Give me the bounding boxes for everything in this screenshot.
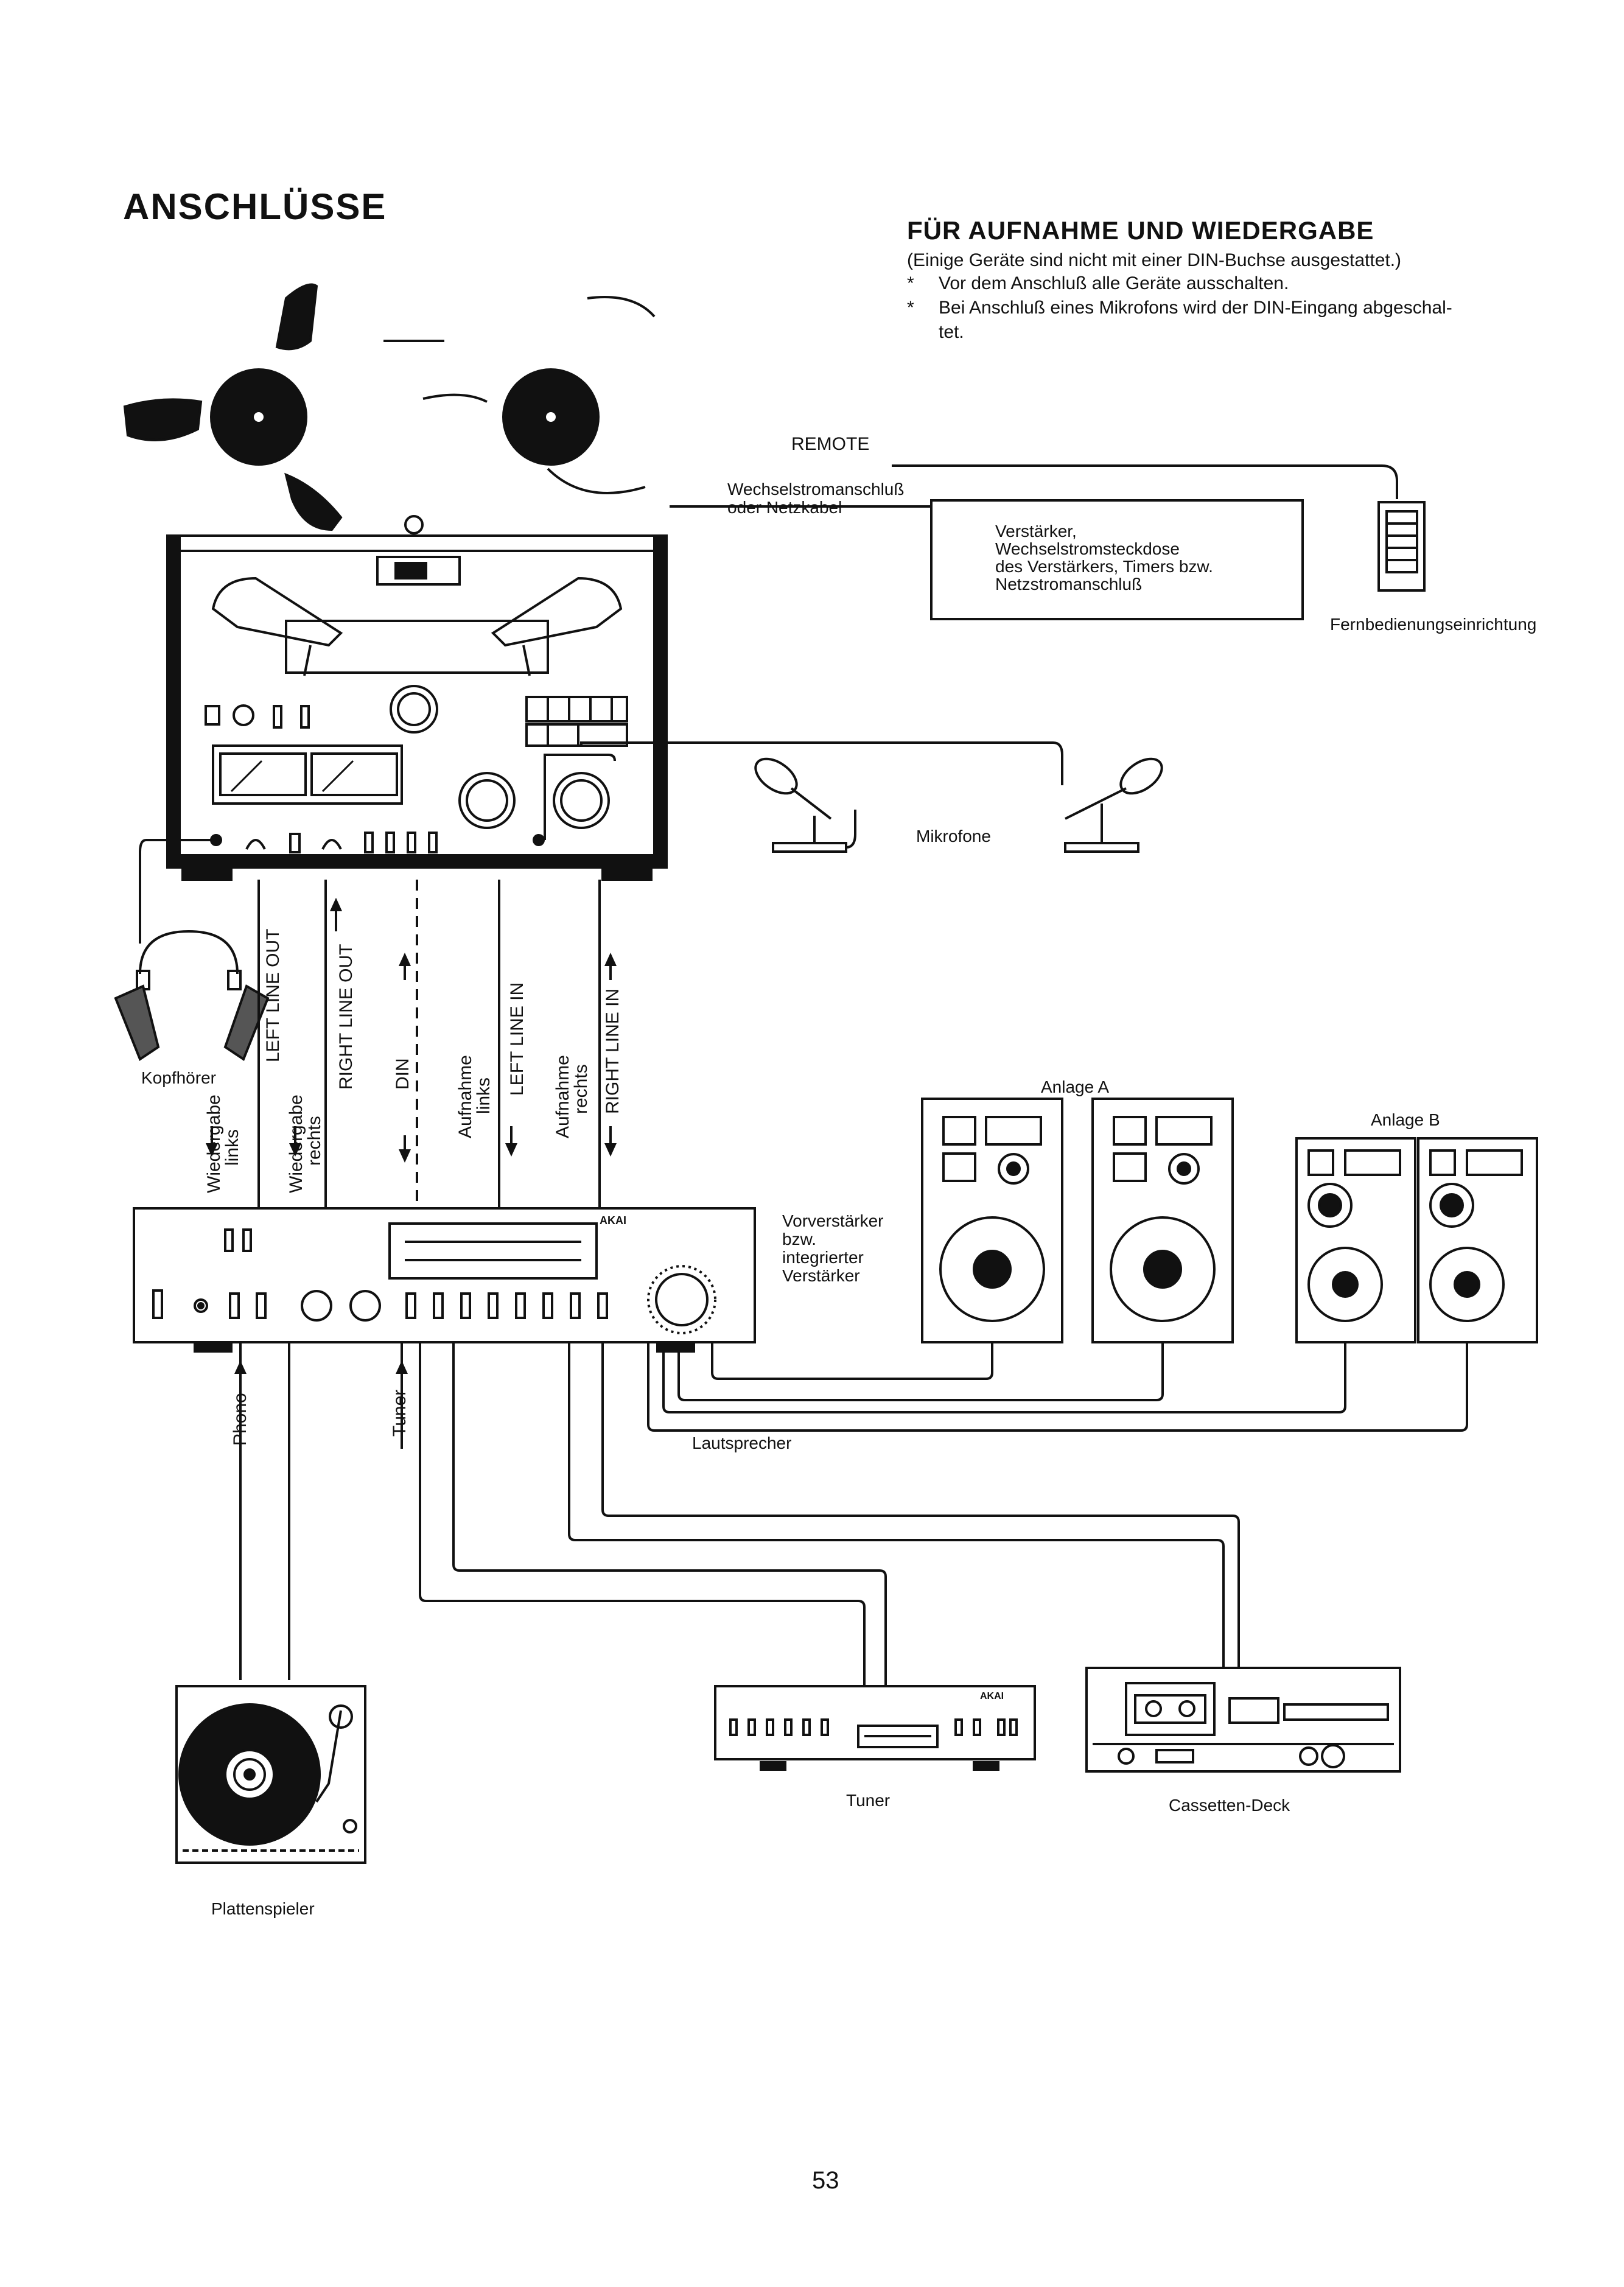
label-cassette: Cassetten-Deck — [1169, 1796, 1290, 1815]
amp-brand: AKAI — [600, 1214, 626, 1227]
label-microphones: Mikrofone — [916, 827, 991, 846]
label-turntable: Plattenspieler — [211, 1899, 315, 1918]
note-bullet-2: * — [907, 297, 914, 319]
preamp-line-4: Verstärker — [782, 1266, 860, 1285]
label-tuner-in: Tuner — [390, 1389, 410, 1437]
label-remote: REMOTE — [791, 434, 870, 454]
label-speakers: Lautsprecher — [692, 1434, 792, 1452]
label-right-line-out: RIGHT LINE OUT — [336, 944, 356, 1090]
label-left-line-in: LEFT LINE IN — [507, 982, 527, 1096]
speaker-system-b — [1295, 1137, 1538, 1343]
amplifier — [133, 1207, 756, 1353]
preamp-line-3: integrierter — [782, 1248, 864, 1267]
bullet-1: * — [907, 273, 914, 293]
label-headphones: Kopfhörer — [141, 1068, 216, 1087]
label-system-b: Anlage B — [1371, 1110, 1440, 1129]
label-playback-right-1: Wiedergabe — [286, 1094, 306, 1193]
headphones — [114, 839, 270, 1062]
label-playback-left-2: links — [222, 1129, 242, 1166]
tuner-unit — [714, 1685, 1036, 1771]
label-remote-unit: Fernbedienungseinrichtung — [1330, 615, 1537, 634]
label-right-line-in: RIGHT LINE IN — [603, 988, 623, 1114]
label-tuner: Tuner — [846, 1791, 891, 1810]
label-playback-right-2: rechts — [304, 1116, 324, 1166]
label-record-left-2: links — [474, 1077, 494, 1114]
bullet-2: * — [907, 298, 914, 318]
preamp-line-2: bzw. — [782, 1230, 817, 1249]
note-1: Vor dem Anschluß alle Geräte ausschalten… — [939, 273, 1289, 293]
label-ac-2: oder Netzkabel — [727, 498, 842, 517]
label-phono: Phono — [230, 1393, 250, 1446]
amp-outlet-box — [930, 499, 1304, 620]
label-record-right-2: rechts — [571, 1064, 591, 1114]
note-2: Bei Anschluß eines Mikrofons wird der DI… — [939, 298, 1452, 318]
label-ac-1: Wechselstromanschluß — [727, 480, 905, 499]
remote-unit — [1377, 501, 1426, 592]
amp-box-line-2: Wechselstromsteckdose — [995, 539, 1180, 558]
label-left-line-out: LEFT LINE OUT — [263, 928, 283, 1063]
section-subtitle: FÜR AUFNAHME UND WIEDERGABE — [907, 216, 1374, 245]
note-2-cont: tet. — [939, 322, 964, 342]
label-record-left-1: Aufnahme — [455, 1055, 475, 1138]
label-playback-left-1: Wiedergabe — [204, 1094, 224, 1193]
label-record-right-1: Aufnahme — [553, 1055, 573, 1138]
turntable — [175, 1685, 366, 1864]
intro-note: (Einige Geräte sind nicht mit einer DIN-… — [907, 250, 1402, 270]
label-din: DIN — [393, 1058, 413, 1090]
label-system-a: Anlage A — [1041, 1077, 1110, 1096]
page-title: ANSCHLÜSSE — [123, 186, 387, 227]
amp-box-line-3: des Verstärkers, Timers bzw. — [995, 557, 1213, 576]
note-bullet-1: * — [907, 273, 914, 295]
amp-box-line-1: Verstärker, — [995, 522, 1077, 541]
preamp-line-1: Vorverstärker — [782, 1211, 884, 1230]
microphones — [544, 741, 1163, 853]
page-number: 53 — [812, 2167, 839, 2194]
tuner-brand: AKAI — [980, 1691, 1004, 1701]
cassette-deck — [1085, 1667, 1401, 1773]
amp-box-line-4: Netzstromanschluß — [995, 575, 1143, 594]
tape-deck — [123, 283, 668, 881]
speaker-system-a — [921, 1098, 1234, 1343]
